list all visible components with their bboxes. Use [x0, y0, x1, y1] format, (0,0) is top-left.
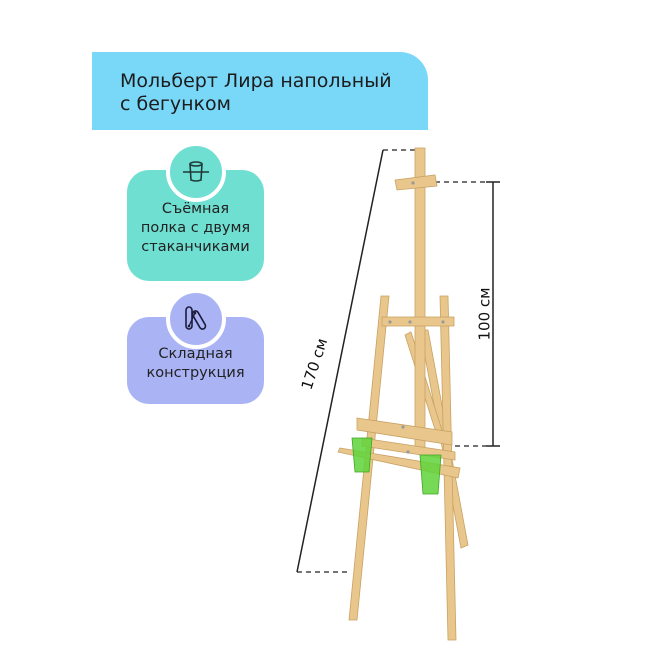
feature-removable-shelf: Съёмная полка с двумя стаканчиками: [127, 142, 264, 281]
feature-text-line: Складная: [158, 346, 233, 362]
feature-text-line: конструкция: [146, 365, 245, 381]
canvas-height-label: 100 см: [475, 287, 494, 341]
feature-folding-construction: Складная конструкция: [127, 289, 264, 404]
folding-icon: [184, 306, 206, 330]
feature-text-line: стаканчиками: [141, 239, 250, 255]
feature-icon-badge: [165, 289, 226, 349]
product-title-line-1: Мольберт Лира напольный: [120, 70, 392, 92]
product-title-line-2: с бегунком: [120, 93, 231, 115]
dimension-lines: [296, 149, 500, 573]
product-title-banner: Мольберт Лира напольный с бегунком: [92, 52, 428, 130]
feature-text-line: Съёмная: [161, 201, 230, 217]
feature-icon-badge: [165, 142, 226, 202]
feature-text-line: полка с двумя: [140, 220, 251, 236]
easel-wood: [337, 147, 469, 641]
cup-shelf-icon: [182, 161, 209, 182]
paint-cups: [351, 437, 442, 495]
